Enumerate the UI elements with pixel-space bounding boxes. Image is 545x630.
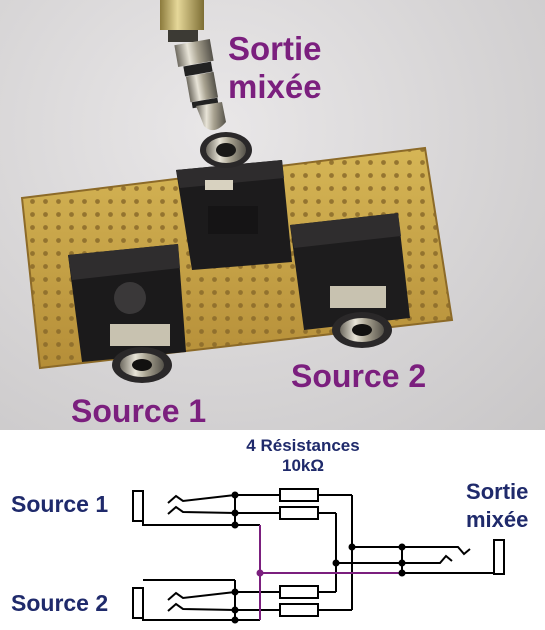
resistor-4 <box>279 603 319 617</box>
schematic-source1-label: Source 1 <box>11 491 109 517</box>
jack-plug <box>160 0 226 131</box>
schematic-wires <box>132 488 505 621</box>
out-contact-top <box>352 546 471 556</box>
output-socket <box>176 132 292 270</box>
resistor-3 <box>279 585 319 599</box>
resistor-1 <box>279 488 319 502</box>
junction-dots <box>231 491 406 624</box>
s1-ground <box>142 521 260 526</box>
label-sortie-word-2: mixée <box>228 68 322 105</box>
schematic-output-label: Sortie mixée <box>466 478 528 534</box>
s2-contact-bottom <box>167 602 279 612</box>
schematic-diagram <box>132 488 505 624</box>
s2-contact-top <box>167 591 279 601</box>
schematic-panel: 4 Résistances 10kΩ Source 1 Source 2 Sor… <box>0 430 545 630</box>
source2-jack-symbol <box>132 587 144 619</box>
resistor-2 <box>279 506 319 520</box>
photo-illustration <box>20 0 454 383</box>
label-sortie-word-1: Sortie <box>228 30 322 67</box>
schematic-source2-label: Source 2 <box>11 590 109 616</box>
resistors-count-label: 4 Résistances <box>246 436 360 455</box>
source2-socket <box>290 213 410 348</box>
source1-jack-symbol <box>132 490 144 522</box>
out-contact-mid <box>336 554 453 564</box>
schem-output-word-2: mixée <box>466 507 529 532</box>
photo-source1-label: Source 1 <box>71 393 207 429</box>
resistors-value-label: 10kΩ <box>282 456 324 475</box>
schem-output-word-1: Sortie <box>466 479 529 504</box>
s1-contact-top <box>167 494 279 504</box>
s1-contact-bottom <box>167 505 279 515</box>
ground-junction-dots <box>256 569 264 577</box>
source1-socket <box>68 244 186 383</box>
resistors-label: 4 Résistances 10kΩ <box>232 437 374 474</box>
output-jack-symbol <box>493 539 505 575</box>
photo-source2-label: Source 2 <box>291 358 427 394</box>
s2-ground <box>142 618 260 621</box>
